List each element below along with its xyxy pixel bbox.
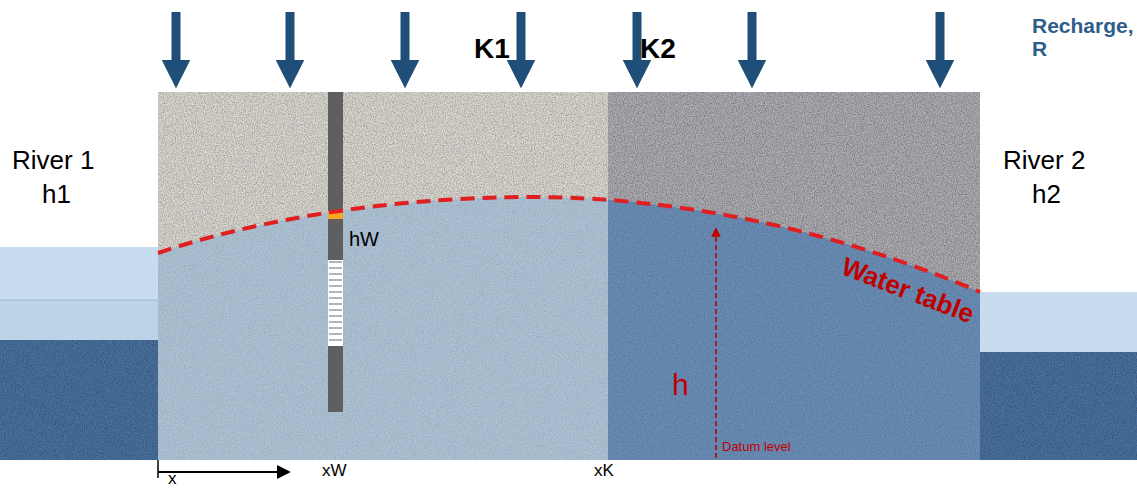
- screen-slot: [329, 286, 342, 287]
- screen-slot: [329, 340, 342, 341]
- head-label: h: [672, 368, 689, 401]
- recharge-arrow: [517, 12, 526, 74]
- axis-label: x: [168, 470, 177, 489]
- river-head-label: h2: [1032, 180, 1061, 209]
- river-2: [980, 292, 1137, 460]
- saturated-zone: [158, 197, 980, 460]
- river-head-label: h1: [42, 180, 71, 209]
- recharge-arrow: [172, 12, 181, 74]
- screen-slot: [329, 322, 342, 323]
- screen-slot: [329, 298, 342, 299]
- axis-label: xK: [594, 462, 614, 481]
- screen-slot: [329, 262, 342, 263]
- screen-slot: [329, 304, 342, 305]
- recharge-arrows: [176, 12, 940, 74]
- screen-slot: [329, 274, 342, 275]
- k2-label: K2: [640, 34, 676, 65]
- river-label: River 1: [12, 146, 94, 175]
- x-axis: [158, 460, 288, 478]
- head-arrow: [715, 232, 717, 458]
- recharge-label: Recharge, R: [1032, 14, 1132, 60]
- screen-slot: [329, 310, 342, 311]
- river-label: River 2: [1003, 146, 1085, 175]
- screen-slot: [329, 328, 342, 329]
- axis-label: xW: [322, 462, 347, 481]
- screen-slot: [329, 334, 342, 335]
- well-head-label: hW: [349, 228, 379, 250]
- recharge-arrow: [401, 12, 410, 74]
- screen-slot: [329, 280, 342, 281]
- k1-label: K1: [474, 34, 510, 65]
- recharge-arrow: [748, 12, 757, 74]
- recharge-arrow: [936, 12, 945, 74]
- screen-slot: [329, 268, 342, 269]
- river-1: [0, 247, 158, 460]
- screen-slot: [329, 316, 342, 317]
- screen-slot: [329, 292, 342, 293]
- well: [328, 92, 343, 412]
- recharge-arrow: [286, 12, 295, 74]
- datum-label: Datum level: [722, 440, 791, 454]
